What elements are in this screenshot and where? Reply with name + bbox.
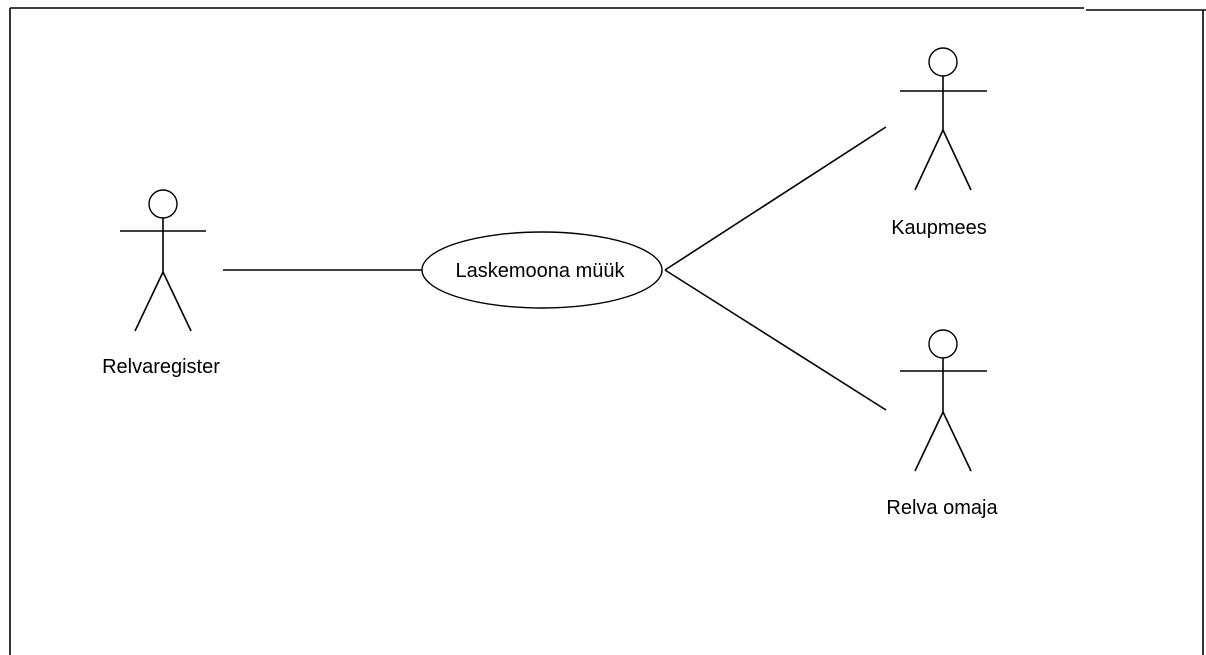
actor-right-leg (942, 129, 972, 191)
use-case-ellipse (421, 231, 663, 309)
page-frame (9, 7, 1206, 655)
associations (223, 126, 887, 411)
actor-head (148, 189, 178, 219)
actor-head (928, 329, 958, 359)
association-relva-omaja (664, 269, 887, 411)
actor-label: Relva omaja (886, 497, 998, 519)
actor-relva-omaja[interactable]: Relva omaja (886, 329, 998, 519)
association-kaupmees (664, 126, 887, 271)
actor-left-leg (134, 271, 164, 332)
actor-label: Kaupmees (891, 217, 987, 239)
use-case-laskemoona-muuk[interactable]: Laskemoona müük (421, 231, 663, 309)
actor-relvaregister[interactable]: Relvaregister (102, 189, 220, 378)
use-case-label: Laskemoona müük (456, 260, 626, 282)
actor-label: Relvaregister (102, 356, 220, 378)
actor-left-leg (914, 129, 944, 191)
actor-right-leg (942, 411, 972, 472)
actor-left-leg (914, 411, 944, 472)
actor-right-leg (162, 271, 192, 332)
actor-head (928, 47, 958, 77)
actor-kaupmees[interactable]: Kaupmees (891, 47, 987, 239)
